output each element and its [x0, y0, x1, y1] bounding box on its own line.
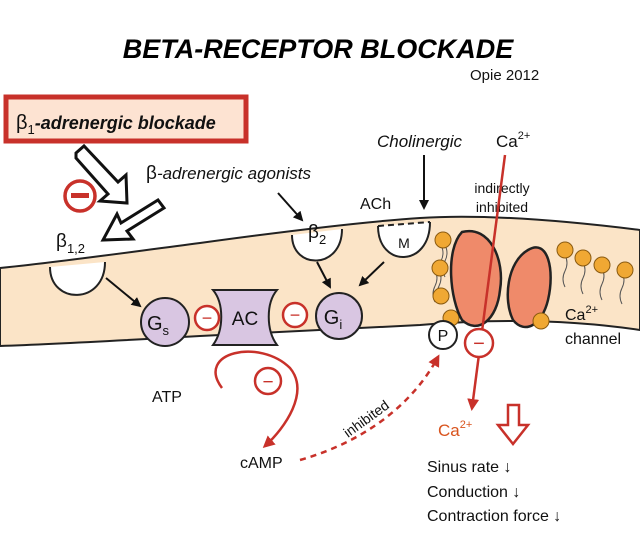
effect-contraction-force: Contraction force ↓	[427, 508, 561, 525]
minus-circle-calcium: −	[463, 327, 495, 359]
ca-channel-right-half	[506, 246, 552, 329]
effect-conduction: Conduction ↓	[427, 484, 520, 501]
ca-channel-label: Ca2+	[565, 304, 598, 324]
ca-bottom-label: Ca2+	[438, 419, 472, 440]
beta12-receptor	[49, 261, 106, 296]
beta2-label: β2	[308, 222, 326, 247]
ca-channel-word: channel	[565, 331, 621, 348]
calcium-flux-line	[467, 154, 507, 411]
lipid-bilayer-right	[532, 241, 634, 330]
svg-text:AC: AC	[232, 309, 258, 330]
svg-text:−: −	[473, 333, 485, 355]
beta2-to-gi-arrow	[316, 261, 331, 289]
gi-protein: Gi	[315, 292, 363, 340]
adenylyl-cyclase: AC	[210, 289, 280, 346]
gs-protein: Gs	[140, 297, 190, 347]
phosphorylation-site: P	[428, 320, 458, 350]
camp-label: cAMP	[240, 455, 283, 472]
svg-text:β1-adrenergic blockade: β1-adrenergic blockade	[16, 112, 216, 137]
beta12-label: β1,2	[56, 231, 85, 256]
svg-text:P: P	[438, 328, 449, 345]
beta12-to-gs-arrow	[105, 277, 142, 308]
minus-circle-blockade	[63, 179, 97, 213]
agonist-arrow	[277, 192, 304, 222]
muscarinic-receptor: M	[377, 221, 431, 258]
minus-circle-camp: −	[253, 366, 283, 396]
m-to-gi-arrow	[358, 261, 385, 287]
beta2-receptor	[291, 228, 343, 262]
inhibited-label: inhibited	[340, 397, 392, 441]
svg-text:M: M	[398, 235, 410, 251]
minus-circle-gs-ac: −	[193, 304, 221, 332]
effect-sinus-rate: Sinus rate ↓	[427, 459, 511, 476]
decrease-hollow-arrow	[495, 403, 531, 447]
svg-text:−: −	[290, 305, 301, 325]
blockade-beta-symbol: β	[16, 112, 28, 134]
minus-circle-ac-gi: −	[281, 301, 309, 329]
inhibited-top-label: inhibited	[476, 199, 528, 215]
atp-to-camp-arrow	[214, 350, 299, 449]
svg-text:−: −	[202, 308, 213, 328]
blockade-beta-subscript: 1	[28, 122, 35, 137]
effects-list: Sinus rate ↓ Conduction ↓ Contraction fo…	[427, 459, 561, 525]
ca-top-label: Ca2+	[496, 130, 530, 151]
citation: Opie 2012	[470, 67, 539, 84]
blockade-arrow-lower	[100, 198, 167, 242]
beta1-blockade-box: β1-adrenergic blockade	[3, 94, 249, 144]
agonists-label: β-adrenergic agonists	[146, 163, 311, 184]
indirectly-label: indirectly	[474, 180, 529, 196]
page-title: BETA-RECEPTOR BLOCKADE	[123, 34, 515, 64]
blockade-text: -adrenergic blockade	[35, 113, 216, 133]
svg-text:Gs: Gs	[147, 313, 170, 338]
blockade-arrow-upper	[74, 143, 129, 205]
atp-label: ATP	[152, 389, 182, 406]
svg-text:−: −	[262, 372, 273, 393]
ach-label: ACh	[360, 196, 391, 213]
cholinergic-label: Cholinergic	[377, 132, 463, 151]
svg-text:Gi: Gi	[324, 307, 343, 332]
camp-to-p-dashed-arrow	[299, 354, 440, 462]
